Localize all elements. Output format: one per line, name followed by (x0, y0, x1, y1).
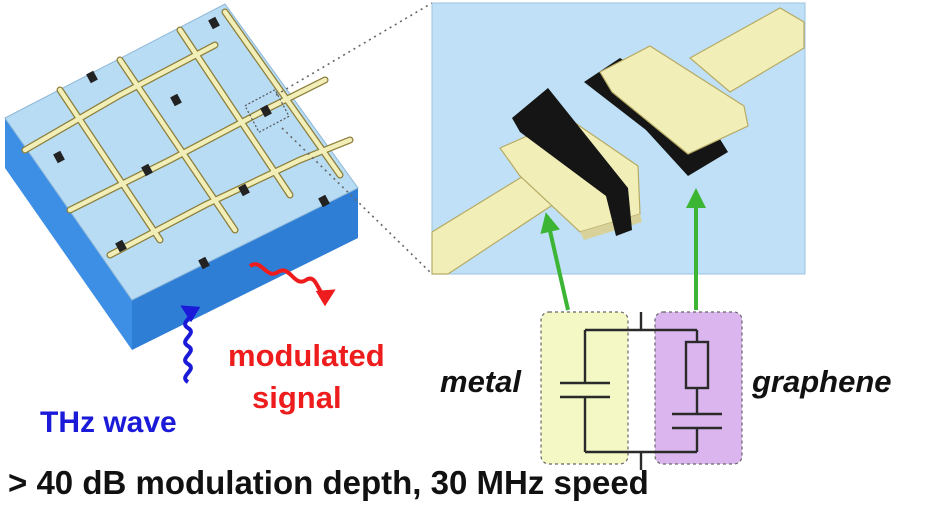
metamaterial-slab (4, 3, 359, 350)
thz-wave-label: THz wave (40, 406, 177, 439)
metal-strip-right (688, 7, 805, 93)
modulated-signal-label-line1: modulated (228, 338, 385, 373)
metal-strip-left (431, 171, 561, 275)
slab-side-left (5, 118, 132, 350)
junction-markers (53, 16, 330, 270)
zoom-guide-lines (275, 2, 433, 275)
graphene-label: graphene (752, 364, 892, 399)
arrow-metal (540, 212, 570, 311)
modulated-signal-label-line2: signal (252, 380, 342, 415)
performance-caption: > 40 dB modulation depth, 30 MHz speed (8, 464, 649, 501)
green-arrows (540, 188, 706, 311)
zoom-region-box (244, 88, 290, 134)
graphene-pad-left (512, 88, 632, 236)
thz-wave-arrow (180, 305, 201, 384)
zoomed-inset (431, 2, 806, 275)
gold-wire-grid (21, 8, 354, 259)
metal-label: metal (440, 364, 521, 399)
metal-pad-right (599, 45, 749, 155)
equivalent-circuit (540, 311, 743, 470)
metal-circuit-box (540, 311, 629, 465)
modulated-signal-arrow (248, 262, 336, 307)
